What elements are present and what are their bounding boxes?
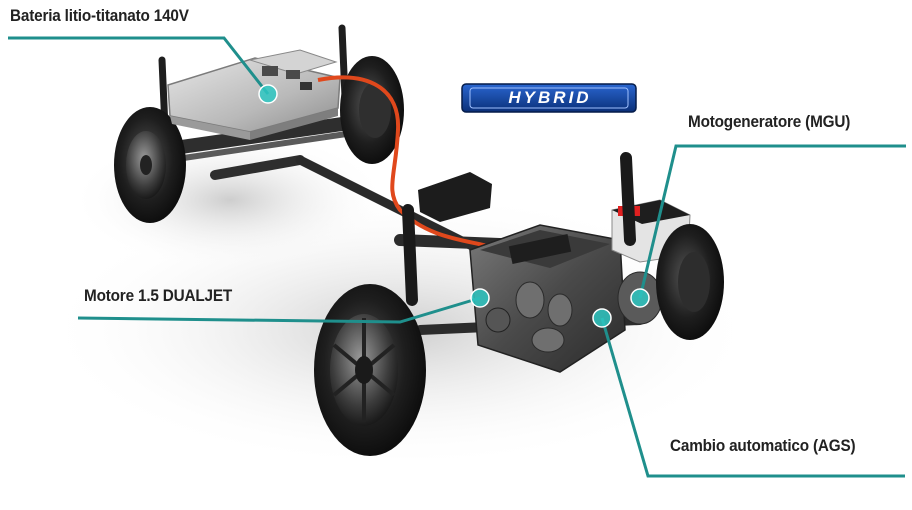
front-right-wheel [656,224,724,340]
mgu-label: Motogeneratore (MGU) [688,112,851,131]
battery-callout-line [8,36,270,95]
mgu-marker [630,288,650,308]
battery-marker [258,84,278,104]
engine-block [469,224,626,373]
battery-label: Bateria litio-titanato 140V [10,6,189,25]
callout-lines [8,36,906,478]
hybrid-badge [461,83,637,113]
ags-marker [592,308,612,328]
engine-callout-line [77,296,481,324]
exhaust-shield [418,172,492,222]
rear-right-wheel [340,56,404,164]
callout-markers [258,84,650,328]
front-left-wheel [314,284,426,456]
high-voltage-cable [317,75,496,250]
mgu-callout-line [638,144,906,299]
engine-label: Motore 1.5 DUALJET [84,286,233,305]
ags-callout-line [600,317,905,478]
front-shock-absorbers [402,152,636,306]
rear-left-wheel [114,107,186,223]
ags-label: Cambio automatico (AGS) [670,436,856,455]
battery-pack [167,49,341,140]
engine-marker [470,288,490,308]
hybrid-badge-text: HYBRID [508,88,592,107]
